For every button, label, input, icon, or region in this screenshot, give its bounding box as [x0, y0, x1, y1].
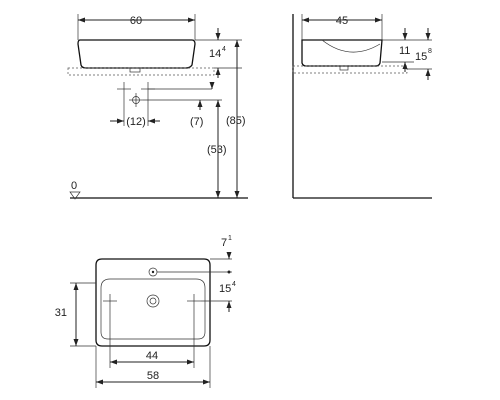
top-basin-outline: [95, 258, 211, 347]
side-waste-outlet: [339, 65, 349, 71]
front-spacing-arrow-left: [117, 118, 124, 124]
top-fixing-right: [187, 294, 201, 308]
side-basin-outline: [301, 39, 383, 67]
top-fixing-left: [103, 294, 117, 308]
top-depth-label: 31: [55, 307, 67, 319]
front-bracket-center: [129, 93, 143, 107]
front-total-arrow-top: [234, 40, 240, 47]
side-mount-slab: [292, 65, 408, 74]
front-total-arrow-bottom: [234, 191, 240, 198]
front-offset-label: (7): [190, 116, 203, 128]
top-waste-hole: [146, 294, 160, 308]
top-tap-label-sup: 1: [228, 235, 232, 242]
front-basin-outline: [77, 39, 196, 69]
front-spacing-label: (12): [126, 116, 146, 128]
front-mount-arrow-top: [215, 100, 221, 107]
top-depth-arrow-top: [73, 283, 79, 290]
top-depth-arrow-bottom: [73, 339, 79, 346]
front-rim-arrow-top: [215, 33, 221, 40]
side-depth-label: 45: [336, 15, 348, 27]
side-outer-arrow-top: [425, 33, 431, 40]
front-offset-arrow-bottom: [197, 100, 203, 107]
top-waste-arrow-bottom: [226, 301, 232, 308]
side-outer-label: 15: [415, 51, 427, 63]
front-total-label: (85): [226, 115, 246, 127]
front-floor-marker: [69, 191, 81, 200]
top-width-arrow-left: [96, 379, 103, 385]
front-width-arrow-right: [188, 17, 195, 23]
side-bowl-arrow-bottom: [402, 62, 408, 69]
front-width-label: 60: [130, 15, 142, 27]
front-mount-label: (53): [207, 144, 227, 156]
front-rim-label: 14: [209, 48, 221, 60]
top-fixing-arrow-right: [187, 359, 194, 365]
top-tap-arrow-top: [226, 252, 232, 259]
top-fixing-label: 44: [146, 350, 158, 362]
front-mount-slab: [67, 67, 215, 76]
front-width-arrow-left: [78, 17, 85, 23]
front-bracket-left: [117, 82, 131, 96]
front-waste-outlet: [129, 67, 141, 73]
front-floor-label: 0: [71, 180, 77, 192]
top-fixing-arrow-left: [110, 359, 117, 365]
side-view: 45 11 15 8: [292, 14, 432, 199]
top-tap-dim-dot: [227, 270, 231, 274]
front-rim-label-sup: 4: [222, 46, 226, 53]
side-outer-arrow-bottom: [425, 69, 431, 76]
top-waste-label-sup: 4: [232, 281, 236, 288]
top-basin-bowl: [100, 278, 206, 340]
side-bowl-arrow-top: [402, 33, 408, 40]
top-width-label: 58: [147, 370, 159, 382]
top-tap-hole: [148, 267, 158, 277]
side-outer-label-sup: 8: [428, 48, 432, 55]
top-width-arrow-right: [203, 379, 210, 385]
front-spacing-arrow-right: [148, 118, 155, 124]
top-waste-label: 15: [219, 283, 231, 295]
top-view: 7 1 15 4 31 44 58: [55, 235, 236, 388]
front-view: 60 14 4 (85): [67, 14, 248, 200]
side-bowl-label: 11: [399, 45, 410, 57]
front-rim-arrow-bottom: [215, 68, 221, 75]
side-depth-arrow-right: [375, 17, 382, 23]
front-mount-arrow-bottom: [215, 191, 221, 198]
front-offset-arrow-top: [209, 82, 215, 89]
side-depth-arrow-left: [302, 17, 309, 23]
side-basin-bowl: [321, 39, 381, 53]
top-tap-label: 7: [221, 237, 227, 249]
